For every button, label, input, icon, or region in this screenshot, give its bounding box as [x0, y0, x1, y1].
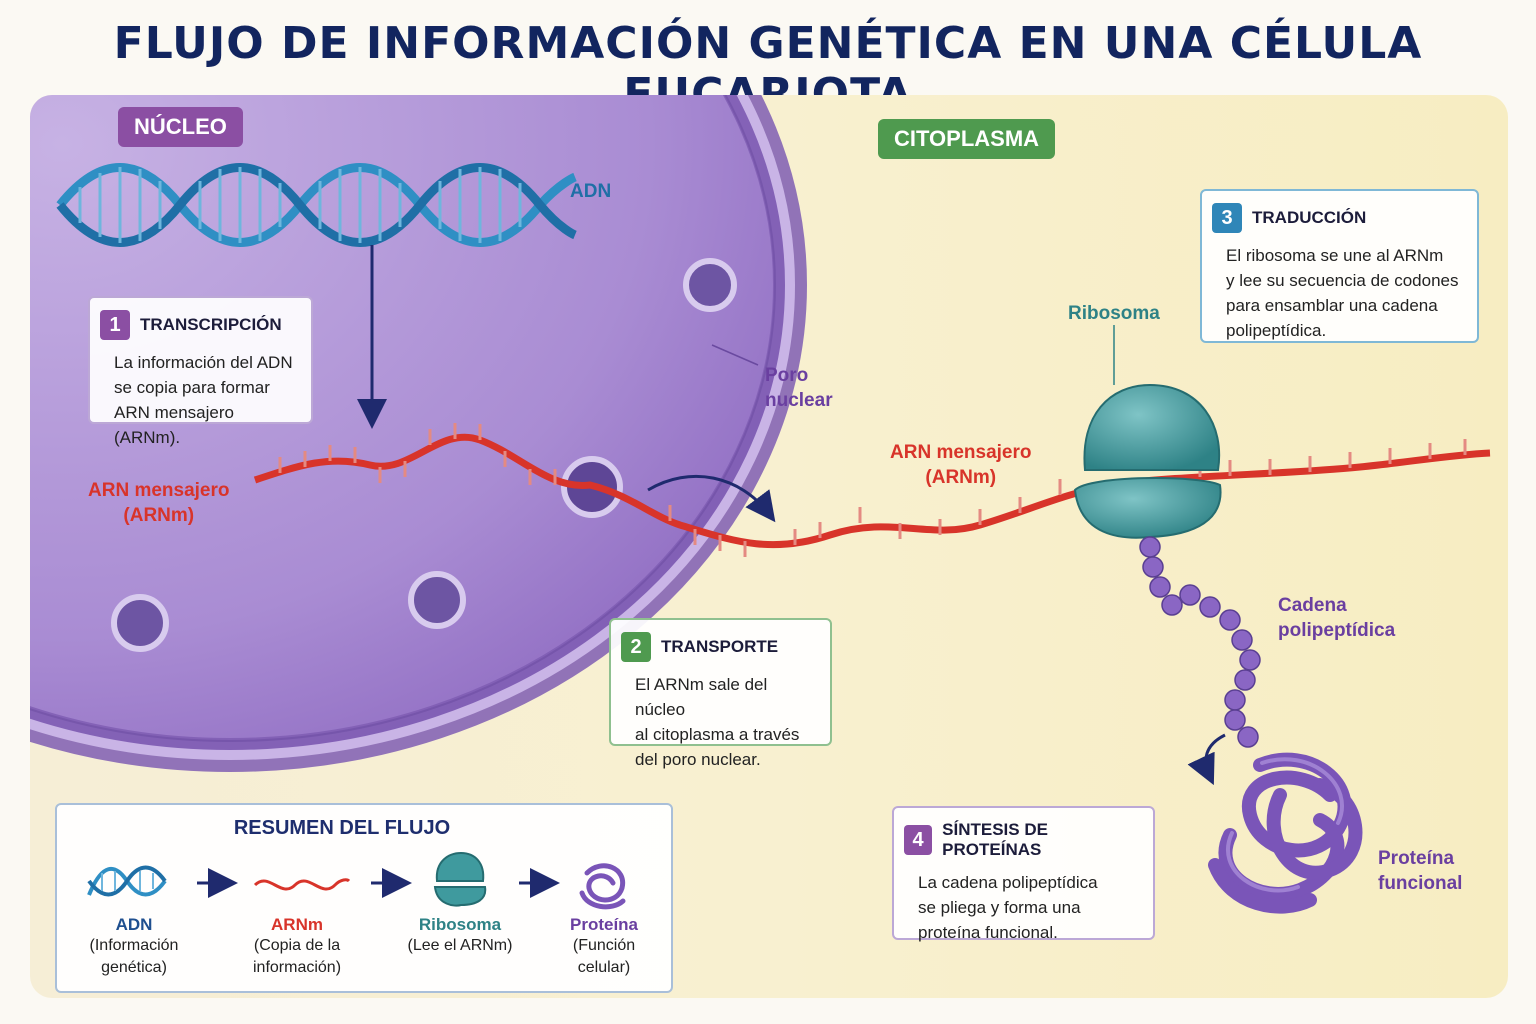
nuclear-pore	[111, 258, 737, 652]
nucleus	[30, 95, 807, 772]
summary-item-mrna: ARNm (Copia de la información)	[222, 915, 372, 979]
cytoplasm-tag: CITOPLASMA	[878, 119, 1056, 159]
summary-ribosome-name: Ribosoma	[418, 915, 502, 934]
dna-helix	[56, 163, 577, 247]
summary-item-protein: Proteína (Función celular)	[529, 915, 679, 979]
polypeptide-chain	[1139, 536, 1261, 748]
step-4-number: 4	[904, 825, 933, 855]
step-3-text: El ribosoma se une al ARNm y lee su secu…	[1226, 246, 1459, 340]
ribosome-icon	[433, 851, 487, 907]
page-title: FLUJO DE INFORMACIÓN GENÉTICA EN UNA CÉL…	[113, 18, 1423, 120]
step-4-box: 4 SÍNTESIS DE PROTEÍNAS La cadena polipep…	[892, 806, 1155, 942]
step-1-box: 1 TRANSCRIPCIÓN La información del ADN se…	[88, 296, 313, 447]
step-1-text: La información del ADN se copia para for…	[114, 353, 293, 447]
cell-scene	[30, 95, 1491, 914]
step-2-number: 2	[621, 632, 651, 662]
step-4-text: La cadena polipeptídica se pliega y form…	[918, 873, 1098, 942]
summary-ribosome-desc: (Lee el ARNm)	[407, 937, 513, 954]
folding-arrow	[1187, 733, 1226, 786]
mrna-icon	[253, 878, 351, 891]
summary-dna-name: ADN	[115, 915, 153, 934]
mrna-strand	[253, 423, 1491, 557]
dna-label: ADN	[570, 181, 612, 202]
summary-mrna-desc: (Copia de la información)	[252, 937, 342, 976]
summary-item-ribosome: Ribosoma (Lee el ARNm)	[385, 915, 535, 957]
step-3-title: TRADUCCIÓN	[1252, 208, 1367, 227]
nucleus-tag: NÚCLEO	[118, 107, 243, 147]
protein-label: Proteína funcional	[1378, 848, 1463, 894]
step-2-box: 2 TRANSPORTE El ARNm sale del núcleo al c…	[609, 618, 832, 769]
step-2-text: El ARNm sale del núcleo al citoplasma a …	[635, 675, 800, 769]
summary-protein-desc: (Función celular)	[572, 937, 636, 976]
pore-label: Poro nuclear	[765, 365, 833, 411]
step-1-number: 1	[100, 310, 130, 340]
summary-protein-name: Proteína	[569, 915, 639, 934]
step-3-number: 3	[1212, 203, 1242, 233]
transport-arrow	[647, 474, 776, 523]
ribosome	[1073, 325, 1222, 539]
summary-title: RESUMEN DEL FLUJO	[233, 817, 451, 839]
mrna-nucleus-label: ARN mensajero (ARNm)	[88, 480, 230, 526]
ribosome-label: Ribosoma	[1068, 303, 1160, 324]
protein-icon	[579, 863, 626, 910]
step-3-box: 3 TRADUCCIÓN El ribosoma se une al ARNm y…	[1200, 189, 1479, 343]
summary-icons	[87, 851, 626, 910]
cell-panel: NÚCLEO CITOPLASMA ADN ARN mensajero (ARN…	[30, 95, 1508, 998]
step-4-title: SÍNTESIS DE PROTEÍNAS	[942, 820, 1048, 859]
step-2-title: TRANSPORTE	[661, 637, 779, 656]
dna-icon	[87, 865, 167, 897]
pore-leader	[711, 344, 759, 366]
mrna-cytoplasm-label: ARN mensajero (ARNm)	[890, 442, 1032, 488]
chain-label: Cadena polipeptídica	[1278, 595, 1396, 641]
summary-dna-desc: (Información genética)	[89, 937, 179, 976]
summary-mrna-name: ARNm	[271, 915, 323, 934]
step-1-title: TRANSCRIPCIÓN	[140, 315, 282, 334]
summary-item-dna: ADN (Información genética)	[59, 915, 209, 979]
summary-box: RESUMEN DEL FLUJO ADN (Información genét…	[55, 803, 673, 993]
